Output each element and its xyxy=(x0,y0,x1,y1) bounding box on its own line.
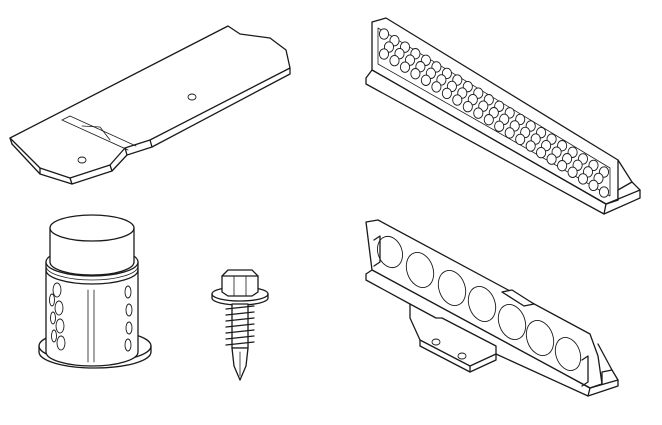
rail-hole xyxy=(399,61,411,73)
screw-thread xyxy=(225,335,255,340)
rail-hole xyxy=(515,133,526,146)
rail-hole xyxy=(420,74,431,86)
rail-hole xyxy=(494,120,505,132)
bracket-large-holes xyxy=(377,235,582,371)
screw-thread xyxy=(225,323,255,328)
rail-hole xyxy=(441,87,452,100)
mounting-hole xyxy=(77,156,87,164)
rail-hole xyxy=(557,160,568,172)
screw-thread xyxy=(225,305,255,310)
rail-hole xyxy=(378,48,390,60)
self-drilling-screw xyxy=(211,269,269,381)
rail-hole xyxy=(567,166,578,178)
rail-hole xyxy=(598,186,610,198)
cylindrical-spacer xyxy=(38,214,152,369)
screw-thread xyxy=(225,317,255,322)
tab-hole xyxy=(431,338,441,346)
mounting-hole xyxy=(187,93,197,101)
rail-hole xyxy=(577,173,589,185)
rail-hole xyxy=(546,153,557,165)
rail-hole xyxy=(452,94,463,106)
mounting-plate xyxy=(9,25,291,185)
tab-hole xyxy=(457,352,467,360)
rail-hole xyxy=(588,179,599,192)
large-hole-bracket xyxy=(365,219,619,397)
screw-thread xyxy=(225,341,255,346)
screw-thread xyxy=(225,329,255,334)
rail-hole xyxy=(389,54,400,67)
rail-hole xyxy=(483,114,494,126)
rail-hole xyxy=(410,68,421,80)
spacer-holes xyxy=(49,282,133,352)
perforated-rail xyxy=(365,17,641,215)
rail-hole xyxy=(504,127,515,139)
rail-hole xyxy=(378,28,390,40)
rail-hole xyxy=(536,146,547,159)
screw-thread xyxy=(225,311,255,316)
rail-holes xyxy=(378,28,610,198)
rail-hole xyxy=(431,81,442,93)
rail-hole xyxy=(462,100,473,113)
rail-hole xyxy=(525,140,536,152)
rail-hole xyxy=(473,107,484,119)
